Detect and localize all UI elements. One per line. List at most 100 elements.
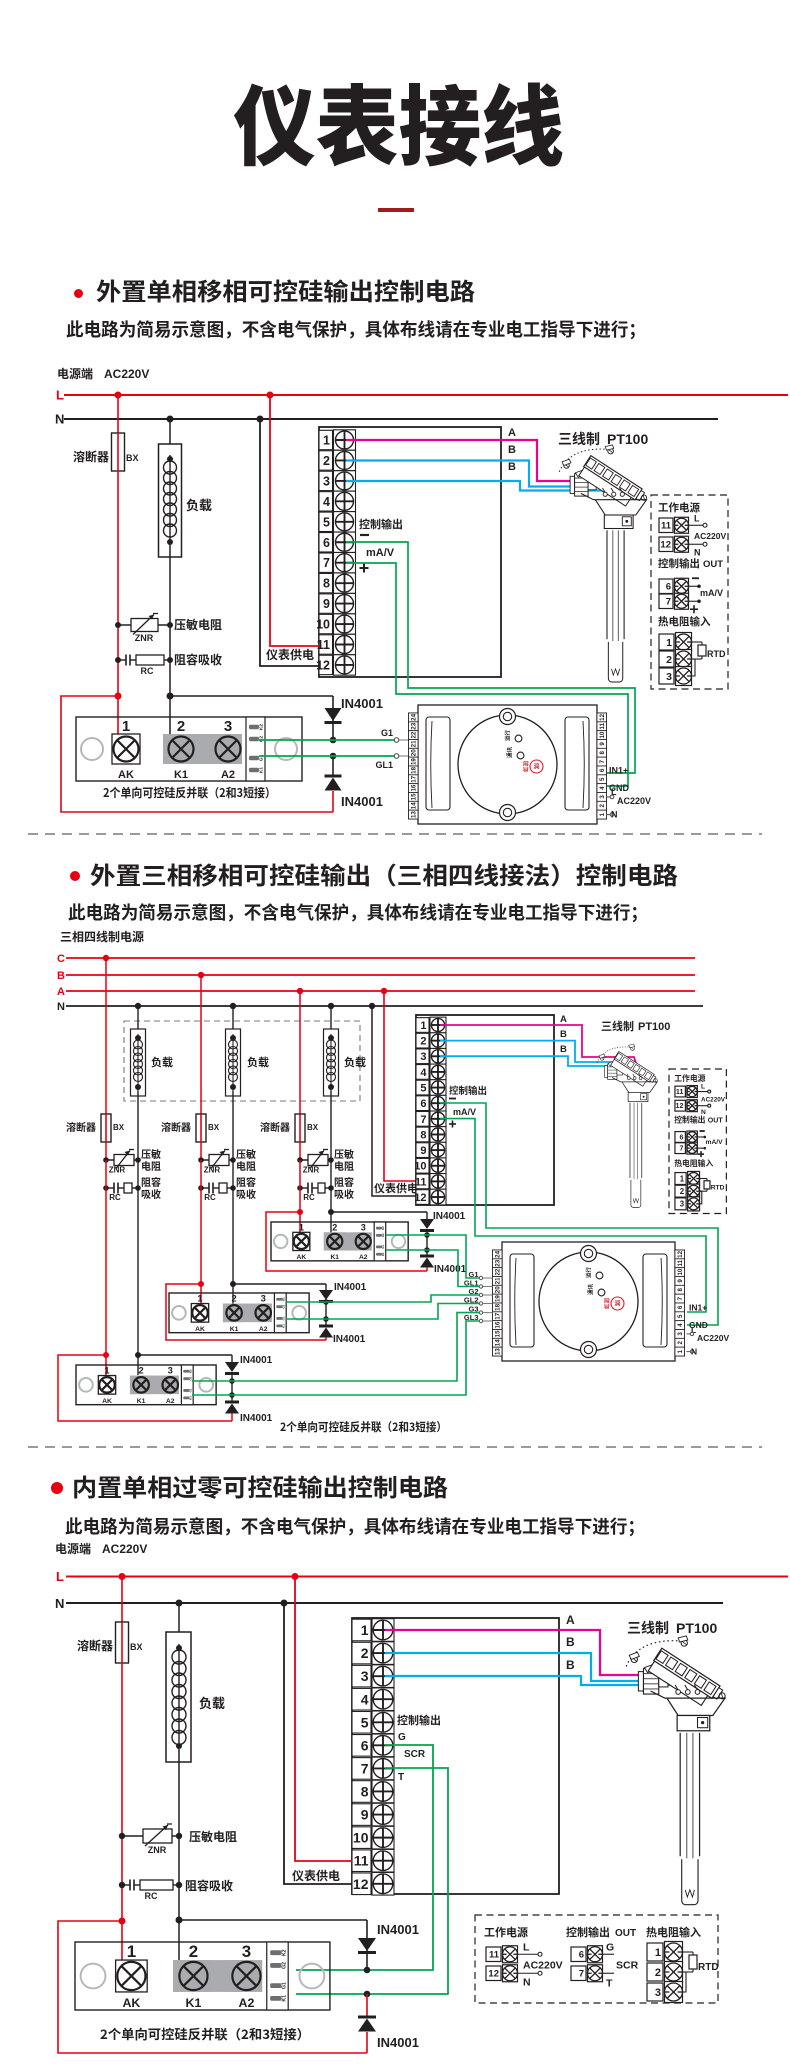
- svg-text:IN4001: IN4001: [434, 1264, 467, 1275]
- svg-text:控制输出: 控制输出: [397, 1712, 441, 1728]
- svg-text:控制输出: 控制输出: [566, 1924, 610, 1940]
- svg-text:13: 13: [410, 811, 417, 818]
- svg-text:BX: BX: [113, 1123, 125, 1132]
- svg-text:K1: K1: [186, 1996, 202, 2010]
- svg-text:mA/V: mA/V: [453, 1107, 476, 1117]
- svg-text:B: B: [57, 970, 65, 982]
- svg-text:B: B: [508, 461, 516, 473]
- svg-text:OUT: OUT: [615, 1928, 636, 1939]
- svg-text:19: 19: [494, 1295, 501, 1302]
- svg-text:8: 8: [323, 577, 330, 591]
- svg-text:K1: K1: [381, 1252, 385, 1256]
- svg-text:压敏: 压敏: [334, 1146, 354, 1161]
- svg-text:G2: G2: [381, 1233, 385, 1237]
- svg-text:B: B: [566, 1658, 575, 1672]
- svg-text:8: 8: [677, 1287, 684, 1291]
- svg-text:溶断器: 溶断器: [161, 1119, 191, 1134]
- svg-text:11: 11: [489, 1950, 500, 1961]
- svg-text:7: 7: [599, 759, 606, 763]
- svg-text:10: 10: [414, 1161, 426, 1173]
- svg-text:14: 14: [410, 802, 417, 809]
- svg-text:润: 润: [533, 762, 539, 771]
- svg-text:2: 2: [420, 1036, 426, 1048]
- svg-text:21: 21: [494, 1277, 501, 1284]
- svg-text:11: 11: [677, 1259, 684, 1266]
- svg-text:IN1+: IN1+: [609, 765, 628, 775]
- svg-text:17: 17: [494, 1312, 501, 1319]
- svg-text:ZNR: ZNR: [109, 1166, 126, 1175]
- svg-text:RC: RC: [109, 1193, 121, 1202]
- svg-text:RC: RC: [303, 1193, 315, 1202]
- svg-text:10: 10: [677, 1268, 684, 1275]
- svg-text:热电阻输入: 热电阻输入: [658, 614, 711, 629]
- svg-text:压敏: 压敏: [141, 1146, 161, 1161]
- svg-text:A2: A2: [166, 1398, 175, 1405]
- svg-text:IN1+: IN1+: [689, 1302, 707, 1312]
- svg-text:12: 12: [660, 540, 671, 551]
- svg-text:SCR: SCR: [616, 1959, 639, 1971]
- svg-text:三线制: 三线制: [627, 1618, 669, 1638]
- svg-text:1: 1: [122, 718, 130, 735]
- svg-text:8: 8: [361, 1784, 369, 1800]
- svg-text:仪表供电: 仪表供电: [374, 1180, 418, 1196]
- svg-text:负载: 负载: [151, 1054, 173, 1070]
- svg-text:5: 5: [420, 1083, 426, 1095]
- svg-text:7: 7: [579, 1969, 584, 1980]
- svg-text:19: 19: [410, 758, 417, 765]
- svg-text:L: L: [56, 1569, 64, 1584]
- svg-text:AC220V: AC220V: [102, 1542, 147, 1556]
- svg-text:20: 20: [410, 749, 417, 756]
- svg-text:A2: A2: [359, 1254, 368, 1261]
- svg-text:电阻: 电阻: [141, 1158, 161, 1173]
- svg-text:电源端: 电源端: [57, 365, 93, 382]
- svg-text:溶断器: 溶断器: [73, 448, 109, 465]
- svg-text:IN4001: IN4001: [433, 1211, 466, 1222]
- svg-text:G1: G1: [468, 1270, 478, 1279]
- svg-text:16: 16: [494, 1321, 501, 1328]
- svg-text:23: 23: [410, 722, 417, 729]
- svg-text:4: 4: [599, 786, 606, 790]
- svg-text:仪表供电: 仪表供电: [292, 1867, 340, 1884]
- svg-text:2: 2: [361, 1645, 369, 1661]
- svg-text:IN4001: IN4001: [240, 1413, 273, 1424]
- svg-text:1: 1: [655, 1947, 661, 1959]
- svg-text:GL1: GL1: [375, 760, 393, 770]
- svg-text:L: L: [523, 1941, 530, 1953]
- svg-text:B: B: [560, 1029, 567, 1040]
- svg-text:AC220V: AC220V: [694, 531, 726, 541]
- svg-text:K2: K2: [281, 1949, 287, 1956]
- svg-text:溶断器: 溶断器: [77, 1637, 113, 1654]
- svg-text:3: 3: [680, 1200, 685, 1209]
- svg-text:6: 6: [420, 1098, 426, 1110]
- svg-text:ZNR: ZNR: [204, 1166, 221, 1175]
- svg-text:6: 6: [323, 536, 330, 550]
- svg-text:2: 2: [139, 1366, 144, 1376]
- svg-text:G2: G2: [189, 1376, 193, 1380]
- svg-text:6: 6: [677, 1305, 684, 1309]
- svg-text:仪表接线: 仪表接线: [233, 57, 564, 184]
- svg-text:1: 1: [299, 1222, 304, 1232]
- svg-text:4: 4: [420, 1067, 427, 1079]
- svg-text:运行: 运行: [504, 730, 512, 742]
- svg-text:4: 4: [323, 495, 330, 509]
- svg-text:12: 12: [414, 1192, 426, 1204]
- svg-text:AK: AK: [102, 1398, 112, 1405]
- svg-text:1: 1: [420, 1020, 426, 1032]
- svg-text:G3: G3: [468, 1305, 478, 1314]
- svg-text:2: 2: [189, 1942, 198, 1961]
- svg-text:11: 11: [317, 638, 330, 652]
- svg-text:润: 润: [614, 1299, 620, 1308]
- svg-text:9: 9: [677, 1279, 684, 1283]
- svg-text:负载: 负载: [199, 1693, 225, 1712]
- svg-text:IN4001: IN4001: [341, 696, 383, 711]
- svg-text:RTD: RTD: [707, 649, 726, 659]
- svg-text:OUT: OUT: [703, 559, 723, 570]
- svg-text:此电路为简易示意图，不含电气保护，具体布线请在专业电工指导下: 此电路为简易示意图，不含电气保护，具体布线请在专业电工指导下进行；: [66, 316, 646, 342]
- svg-text:9: 9: [323, 597, 330, 611]
- svg-text:K1: K1: [330, 1254, 339, 1261]
- svg-text:2个单向可控硅反并联（2和3短接）: 2个单向可控硅反并联（2和3短接）: [103, 784, 276, 801]
- svg-text:G2: G2: [259, 735, 264, 742]
- svg-text:L: L: [694, 513, 700, 523]
- svg-text:6: 6: [666, 582, 671, 593]
- svg-text:10: 10: [316, 618, 330, 632]
